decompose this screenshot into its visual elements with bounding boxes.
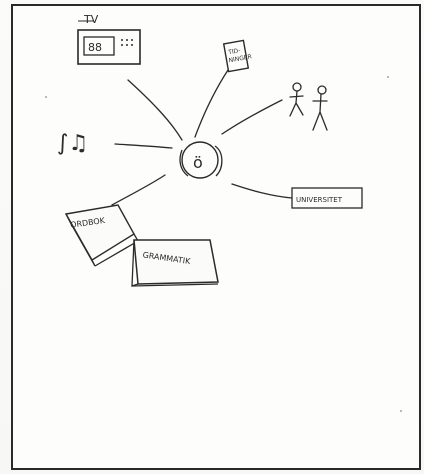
tv-label: TV	[83, 13, 99, 26]
tv-buttons-icon	[121, 39, 133, 46]
face-mark: ö	[193, 153, 203, 172]
tv-node: TV 88	[78, 13, 140, 64]
line-to-university	[232, 184, 292, 198]
university-label: UNIVERSITET	[296, 196, 343, 204]
grammar-node: GRAMMATIK	[132, 240, 218, 286]
line-to-music	[115, 144, 172, 148]
music-notes-icon: ∫♫	[57, 131, 88, 156]
line-to-dictionary	[112, 175, 165, 205]
line-to-tv	[128, 80, 182, 140]
connector-lines	[112, 70, 292, 205]
newspaper-node: TID- NINGER	[224, 40, 253, 71]
line-to-newspaper	[195, 70, 228, 137]
dictionary-node: ORDBOK	[66, 205, 138, 266]
line-to-people	[222, 100, 282, 134]
university-node: UNIVERSITET	[292, 188, 362, 208]
tv-screen-digits: 88	[88, 41, 102, 54]
center-person: ö	[180, 142, 222, 178]
people-icon	[290, 83, 327, 130]
newspaper-label: TID- NINGER	[227, 45, 253, 64]
